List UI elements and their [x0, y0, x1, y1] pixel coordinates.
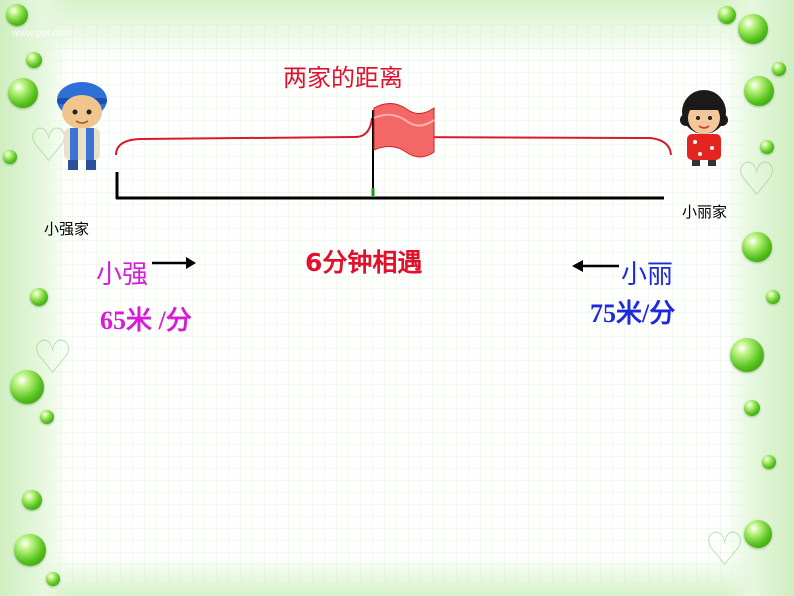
- xiaoqiang-speed: 65米 /分: [100, 306, 192, 335]
- xiaoli-name: 小丽: [621, 260, 674, 290]
- heart-icon: ♡: [704, 522, 746, 576]
- xiaoqiang-name: 小强: [96, 260, 149, 290]
- girl-icon: [680, 90, 728, 166]
- bottom-border: [0, 556, 794, 596]
- right-arrow-icon: [152, 257, 196, 269]
- watermark: www.ppt.com: [12, 28, 72, 39]
- top-border: [0, 0, 794, 60]
- page-title: 两家的距离: [283, 64, 403, 92]
- flag-icon: [371, 103, 435, 196]
- boy-icon: [57, 82, 107, 170]
- heart-icon: ♡: [28, 118, 70, 172]
- xiaoli-home-label: 小丽家: [682, 203, 728, 221]
- xiaoli-speed: 75米/分: [590, 299, 676, 328]
- heart-icon: ♡: [32, 330, 74, 384]
- heart-icon: ♡: [736, 152, 778, 206]
- meet-time-label: 6分钟相遇: [305, 248, 423, 277]
- xiaoqiang-home-label: 小强家: [44, 220, 90, 238]
- left-arrow-icon: [572, 260, 619, 272]
